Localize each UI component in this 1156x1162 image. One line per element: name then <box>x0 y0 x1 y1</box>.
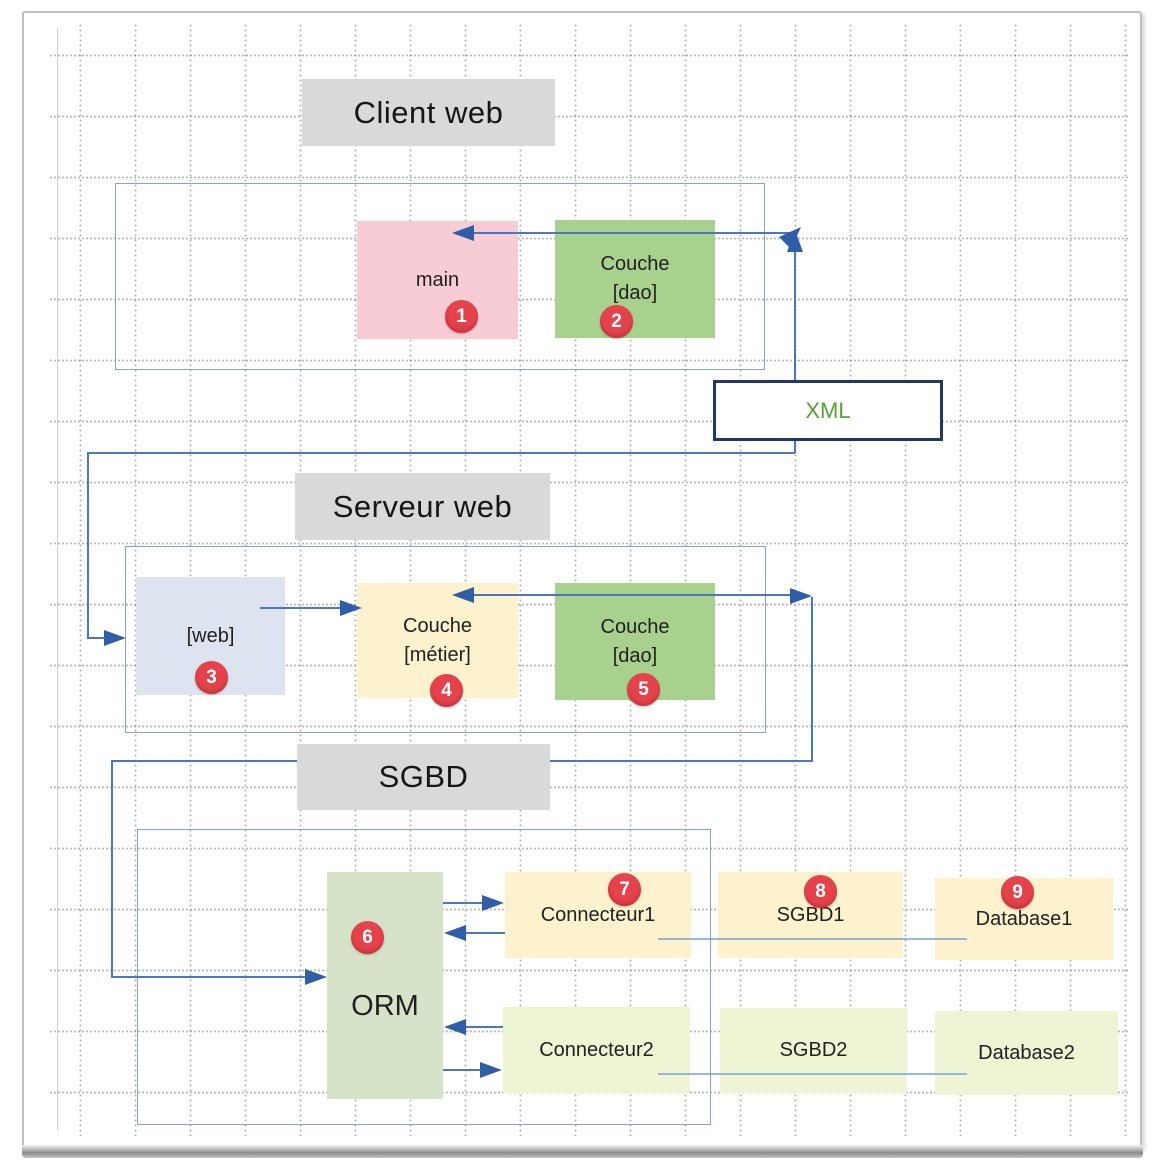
page-bottom-bevel <box>22 1145 1143 1158</box>
section-title-serveur-web: Serveur web <box>295 473 550 540</box>
node-couche-dao-client-label-line2: [dao] <box>612 282 658 304</box>
node-database2-label: Database2 <box>978 1041 1075 1064</box>
client-web-container <box>115 183 765 370</box>
node-database1-label: Database1 <box>975 907 1073 930</box>
page-margin-line <box>57 28 58 1130</box>
xml-label-box: XML <box>713 380 943 441</box>
badge-6: 6 <box>351 921 384 954</box>
node-couche-metier-label-line1: Couche <box>403 614 472 637</box>
section-title-client-web: Client web <box>302 79 555 146</box>
badge-7: 7 <box>608 873 641 906</box>
badge-2: 2 <box>600 305 633 338</box>
node-web-label: [web] <box>186 624 235 647</box>
node-main-label: main <box>415 268 460 291</box>
badge-1: 1 <box>445 300 478 333</box>
node-connecteur1: Connecteur1 <box>505 872 691 958</box>
section-title-sgbd: SGBD <box>297 744 550 810</box>
badge-3: 3 <box>195 661 228 694</box>
node-couche-dao-client: Couche [dao] <box>555 220 715 338</box>
badge-5: 5 <box>627 673 660 706</box>
node-connecteur2: Connecteur2 <box>503 1007 690 1093</box>
node-orm-label: ORM <box>351 990 419 1022</box>
node-sgbd2-label: SGBD2 <box>779 1039 848 1061</box>
badge-4: 4 <box>430 674 463 707</box>
node-database2: Database2 <box>935 1011 1118 1095</box>
node-couche-dao-serveur-label-line2: [dao] <box>612 644 658 667</box>
node-couche-dao-client-label-line1: Couche <box>600 253 670 275</box>
node-main: main <box>357 221 518 339</box>
node-couche-dao-serveur-label-line1: Couche <box>600 615 670 638</box>
node-orm: ORM <box>327 872 443 1099</box>
node-connecteur1-label: Connecteur1 <box>540 903 656 926</box>
badge-8: 8 <box>804 875 837 908</box>
node-connecteur2-label: Connecteur2 <box>539 1038 654 1061</box>
node-sgbd2: SGBD2 <box>720 1008 907 1093</box>
node-couche-metier-label-line2: [métier] <box>404 643 471 666</box>
xml-label: XML <box>805 397 851 423</box>
badge-9: 9 <box>1001 876 1034 909</box>
